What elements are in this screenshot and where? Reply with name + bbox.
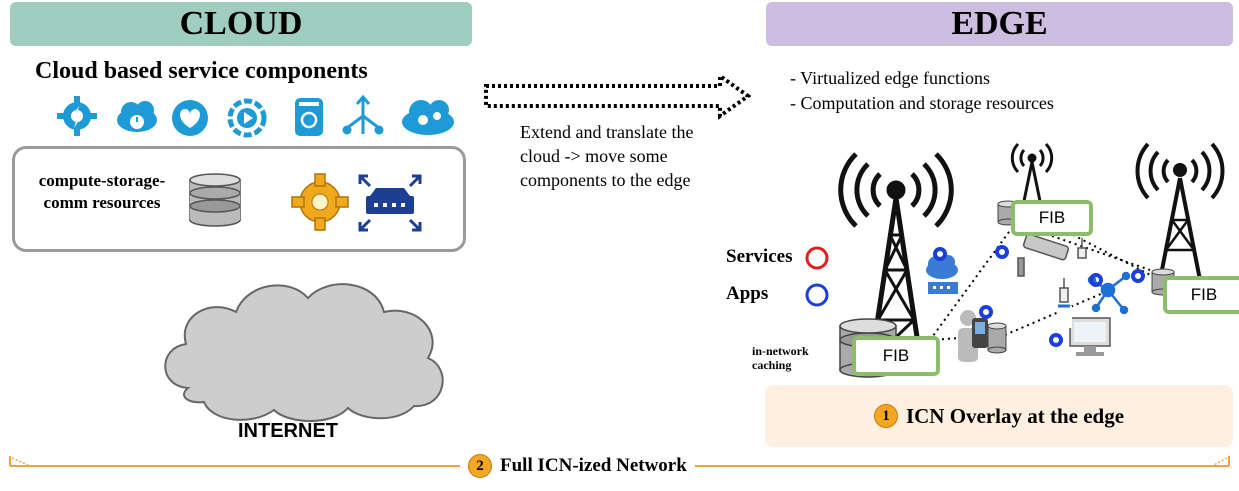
cloud-title: CLOUD (179, 5, 303, 42)
overlay-number-badge: 1 (873, 404, 898, 428)
play-gear-icon (227, 98, 267, 138)
edge-feature-item: - Computation and storage resources (790, 93, 1054, 113)
cloud-clock-icon (117, 101, 157, 132)
network-split-icon (342, 94, 384, 135)
heart-icon (172, 100, 208, 136)
router-icon (358, 174, 422, 232)
fib-label: FIB (852, 336, 940, 376)
database-sync-icon (295, 98, 323, 136)
database-icon (189, 173, 241, 227)
camera-icon (1017, 233, 1070, 277)
tower-icon (1010, 142, 1054, 207)
antenna-icon (1059, 238, 1087, 303)
full-network-number-badge: 2 (468, 454, 492, 478)
edge-title: EDGE (951, 5, 1048, 42)
extend-description: Extend and translate the cloud -> move s… (520, 122, 694, 190)
app-markers (933, 245, 1145, 347)
computer-icon (1056, 304, 1111, 356)
fib-label: FIB (1011, 200, 1093, 236)
service-marker-icon (805, 246, 829, 270)
gear-bolt-icon (57, 96, 97, 136)
extend-arrow (484, 72, 752, 120)
app-marker-icon (805, 283, 829, 307)
service-icons-row (57, 94, 454, 138)
apps-label: Apps (726, 283, 769, 304)
fib-label: FIB (1163, 276, 1239, 314)
full-network-text: Full ICN-ized Network (500, 455, 687, 476)
service-heading: Cloud based service components (35, 58, 368, 84)
edge-banner: EDGE (766, 2, 1233, 46)
node-network-icon (1087, 271, 1131, 315)
internet-cloud-icon (164, 283, 444, 422)
services-label: Services (726, 246, 793, 267)
internet-label: INTERNET (238, 420, 338, 442)
cloud-banner: CLOUD (10, 2, 472, 46)
database-icon (987, 322, 1007, 354)
edge-feature-list: - Virtualized edge functions - Computati… (790, 66, 1054, 116)
overlay-label: ICN Overlay at the edge (905, 403, 1125, 428)
caching-label: in-network caching (752, 344, 809, 372)
edge-feature-item: - Virtualized edge functions (790, 68, 991, 88)
cloud-gears-icon (402, 100, 454, 135)
cloud-icon (926, 255, 958, 294)
phone-icon (958, 310, 988, 362)
resources-label: compute-storage-comm resources (38, 171, 166, 212)
full-network-label: 2 Full ICN-ized Network (460, 452, 695, 480)
resources-box (12, 146, 466, 252)
gear-icon (291, 173, 349, 231)
icn-overlay-box: 1 ICN Overlay at the edge (765, 385, 1233, 447)
tower-icon (1135, 142, 1225, 281)
